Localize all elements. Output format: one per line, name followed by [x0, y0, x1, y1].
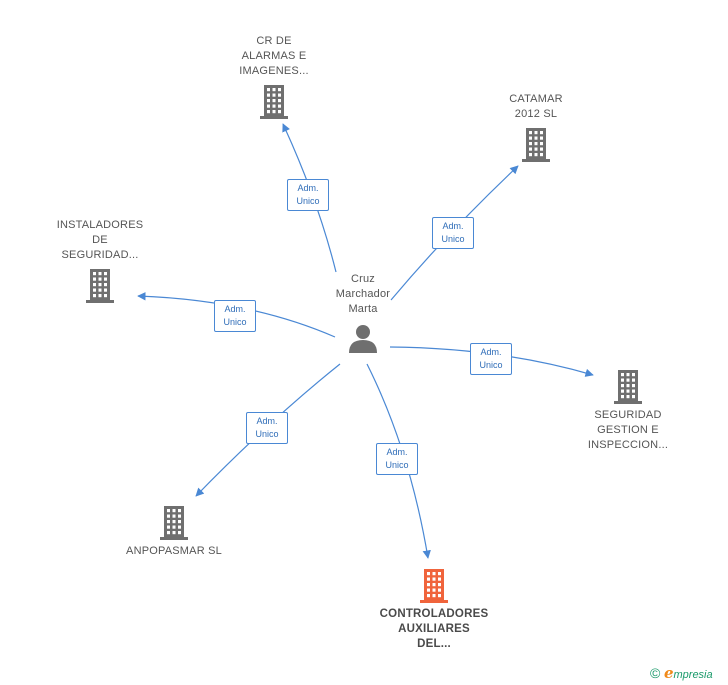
edge-badge-instaladores[interactable]: Adm.Unico — [214, 300, 256, 332]
copyright-icon: © — [650, 665, 661, 681]
company-label-anpopasmar: ANPOPASMAR SL — [126, 545, 222, 557]
company-node-controladores[interactable]: CONTROLADORES AUXILIARES DEL... — [368, 567, 500, 652]
building-icon — [614, 370, 642, 404]
company-label-controladores: CONTROLADORES AUXILIARES DEL... — [379, 608, 489, 650]
building-icon — [420, 569, 448, 603]
company-label-instaladores: INSTALADORES DE SEGURIDAD... — [56, 219, 144, 261]
building-icon — [260, 85, 288, 119]
brand-initial: e — [663, 664, 674, 682]
copyright-brand: © empresia — [650, 664, 713, 682]
edge-badge-seguridad[interactable]: Adm.Unico — [470, 343, 512, 375]
edge-badge-catamar[interactable]: Adm.Unico — [432, 217, 474, 249]
company-node-cr[interactable]: CR DE ALARMAS E IMAGENES... — [226, 34, 322, 119]
company-node-seguridad[interactable]: SEGURIDAD GESTION E INSPECCION... — [576, 368, 680, 453]
building-icon — [522, 128, 550, 162]
company-label-catamar: CATAMAR 2012 SL — [509, 93, 563, 120]
company-label-cr: CR DE ALARMAS E IMAGENES... — [239, 35, 309, 77]
company-label-seguridad: SEGURIDAD GESTION E INSPECCION... — [587, 409, 669, 451]
center-person-label: Cruz Marchador Marta — [335, 273, 391, 315]
company-node-catamar[interactable]: CATAMAR 2012 SL — [488, 92, 584, 162]
center-person-node[interactable]: Cruz Marchador Marta — [318, 272, 408, 353]
brand-name: mpresia — [673, 669, 713, 681]
edge-badge-cr[interactable]: Adm.Unico — [287, 179, 329, 211]
company-node-instaladores[interactable]: INSTALADORES DE SEGURIDAD... — [46, 218, 154, 303]
person-icon — [349, 325, 377, 353]
edge-badge-controladores[interactable]: Adm.Unico — [376, 443, 418, 475]
edge-badge-anpopasmar[interactable]: Adm.Unico — [246, 412, 288, 444]
building-icon — [86, 269, 114, 303]
company-node-anpopasmar[interactable]: ANPOPASMAR SL — [118, 504, 230, 559]
building-icon — [160, 506, 188, 540]
